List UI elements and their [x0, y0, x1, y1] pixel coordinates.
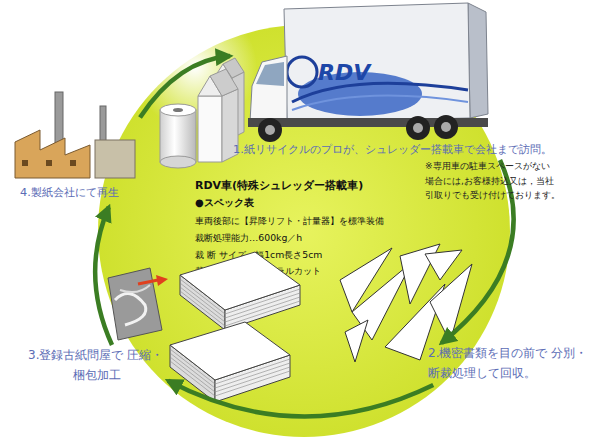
truck-illustration-part — [406, 116, 430, 140]
step-box: 1.紙リサイクルのプロが、シュレッダー搭載車で会社まで訪問。 — [230, 0, 590, 160]
truck-illustration-part — [256, 62, 284, 86]
paper-mill-illustration-part — [198, 96, 222, 162]
paper-mill-illustration-part — [160, 110, 196, 162]
truck-illustration-part — [265, 125, 275, 135]
truck-illustration-part — [441, 122, 451, 132]
paper-mill-illustration-part — [160, 156, 196, 168]
paper-mill-illustration-part — [15, 130, 90, 178]
truck-illustration-part — [258, 118, 282, 142]
step-box: 2.機密書類を目の前で 分別・断裁処理して回収。 — [425, 343, 590, 385]
paper-mill-illustration-part — [46, 160, 52, 166]
paper-mill-illustration — [15, 58, 244, 178]
paper-stacks-part — [115, 294, 146, 325]
truck-illustration-part — [292, 96, 468, 110]
truck-illustration-part — [434, 115, 458, 139]
truck-illustration-part — [284, 3, 470, 122]
spec-line: 車両後部に【昇降リフト・計量器】を標準装備 — [195, 214, 384, 227]
note-text: ※専用車の駐車スペースがない 場合には,お客様持込又は，当社 引取りでも受け付け… — [425, 159, 567, 203]
paper-mill-illustration-part — [22, 160, 28, 166]
truck-illustration-part — [468, 3, 488, 118]
spec-line: 裁断処理能力…600kg／h — [195, 231, 302, 244]
truck-illustration-part — [413, 123, 423, 133]
paper-mill-illustration-part — [173, 108, 183, 112]
step-text: 4.製紙会社にて再生 — [20, 185, 119, 200]
paper-mill-illustration-part — [160, 104, 196, 116]
paper-mill-illustration-part — [70, 160, 76, 166]
spec-heading: RDV車(特殊シュレッダー搭載車) — [195, 178, 363, 193]
spec-title: ●スペック表 — [195, 196, 254, 210]
truck-illustration — [248, 3, 488, 142]
paper-mill-illustration-part — [95, 140, 135, 178]
step-text: 2.機密書類を目の前で 分別・断裁処理して回収。 — [428, 343, 590, 383]
paper-stacks-part — [120, 285, 150, 292]
truck-illustration-part — [287, 57, 317, 87]
step-text: 3.登録古紙問屋で 圧縮・梱包加工 — [28, 345, 168, 385]
step-box: 4.製紙会社にて再生 — [15, 95, 140, 207]
step-box: 3.登録古紙問屋で 圧縮・梱包加工 — [28, 345, 168, 387]
paper-mill-illustration-part — [55, 92, 63, 144]
step-text: 1.紙リサイクルのプロが、シュレッダー搭載車で会社まで訪問。 — [233, 142, 552, 157]
truck-logo-text: RDV — [318, 58, 370, 88]
circle-glow — [133, 25, 257, 129]
